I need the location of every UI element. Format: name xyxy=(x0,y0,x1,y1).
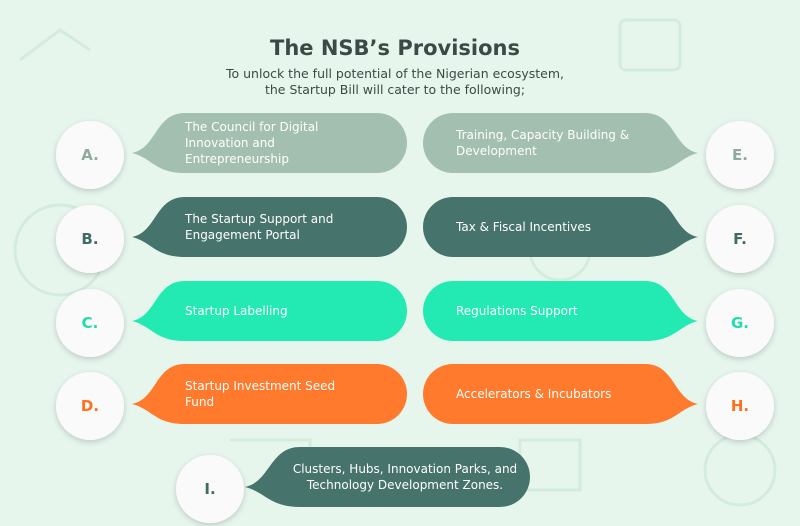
letter-circle xyxy=(706,121,774,189)
provision-shape-g xyxy=(423,281,774,357)
letter-circle xyxy=(706,205,774,273)
letter-circle xyxy=(176,455,244,523)
pill-shape xyxy=(245,447,530,507)
provision-shape-c xyxy=(56,281,407,357)
pill-shape xyxy=(423,113,698,173)
provision-text-d: Startup Investment Seed Fund xyxy=(185,379,336,409)
letter-circle xyxy=(706,289,774,357)
provision-letter-e: E. xyxy=(732,146,748,164)
provision-text-e: Training, Capacity Building & Developmen… xyxy=(456,128,630,158)
provision-text-f: Tax & Fiscal Incentives xyxy=(456,220,592,234)
subtitle-line-1: To unlock the full potential of the Nige… xyxy=(226,66,564,81)
provision-letter-g: G. xyxy=(730,314,749,332)
subtitle: To unlock the full potential of the Nige… xyxy=(0,66,790,98)
provision-text-b: The Startup Support and Engagement Porta… xyxy=(185,212,334,242)
letter-circle xyxy=(56,289,124,357)
page-title: The NSB’s Provisions xyxy=(270,36,520,60)
provision-letter-c: C. xyxy=(81,314,99,332)
provision-text-g: Regulations Support xyxy=(456,304,578,318)
letter-circle xyxy=(56,121,124,189)
subtitle-line-2: the Startup Bill will cater to the follo… xyxy=(264,82,526,97)
pill-shape xyxy=(132,364,407,424)
pill-shape xyxy=(423,197,698,257)
pill-shape xyxy=(132,197,407,257)
letter-circle xyxy=(56,205,124,273)
provision-letter-d: D. xyxy=(80,397,100,415)
provision-shape-a xyxy=(56,113,407,189)
provision-shape-i xyxy=(176,447,530,523)
pill-shape xyxy=(132,113,407,173)
provision-letter-f: F. xyxy=(733,230,747,248)
provision-shape-h xyxy=(423,364,774,440)
provision-text-a: The Council for Digital Innovation and E… xyxy=(185,120,319,166)
provision-text-h: Accelerators & Incubators xyxy=(456,387,612,401)
provision-letter-h: H. xyxy=(730,397,750,415)
provision-letter-i: I. xyxy=(204,480,216,498)
provision-text-i: Clusters, Hubs, Innovation Parks, and Te… xyxy=(292,462,518,492)
provision-shape-f xyxy=(423,197,774,273)
provision-shape-e xyxy=(423,113,774,189)
pill-shape xyxy=(423,281,698,341)
pill-shape xyxy=(132,281,407,341)
pill-shape xyxy=(423,364,698,424)
provision-text-c: Startup Labelling xyxy=(185,304,288,318)
letter-circle xyxy=(706,372,774,440)
letter-circle xyxy=(56,372,124,440)
provision-letter-a: A. xyxy=(81,146,99,164)
provision-shape-b xyxy=(56,197,407,273)
provision-letter-b: B. xyxy=(81,230,99,248)
provision-shape-d xyxy=(56,364,407,440)
